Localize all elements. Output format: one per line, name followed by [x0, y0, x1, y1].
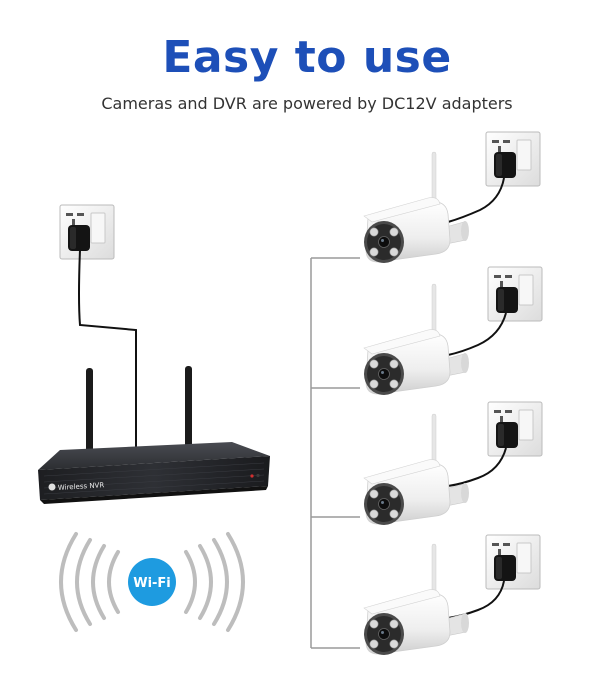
camera-1 — [363, 151, 470, 264]
page-subtitle: Cameras and DVR are powered by DC12V ada… — [101, 94, 513, 113]
nvr-label: Wireless NVR — [58, 481, 105, 492]
camera-2-power-cable — [447, 312, 507, 356]
brand-logo-icon — [48, 483, 56, 491]
camera-1-power-cable — [447, 177, 505, 223]
nvr-antenna-left — [86, 368, 93, 452]
nvr-power-cable — [78, 249, 137, 448]
camera-1-outlet — [485, 131, 541, 187]
nvr-power-outlet — [59, 204, 115, 260]
wifi-label: Wi-Fi — [133, 576, 171, 591]
wifi-waves-icon — [59, 532, 245, 632]
network-lines — [310, 257, 360, 649]
camera-4-outlet — [485, 534, 541, 590]
camera-3 — [363, 413, 470, 526]
camera-2 — [363, 283, 470, 396]
camera-3-outlet — [487, 401, 543, 457]
camera-2-outlet — [487, 266, 543, 322]
camera-4 — [363, 543, 470, 656]
camera-3-power-cable — [447, 447, 507, 487]
nvr-antenna-right — [185, 366, 192, 452]
wifi-badge: Wi-Fi — [59, 532, 245, 632]
wireless-nvr: Wireless NVR — [38, 366, 270, 504]
page-title: Easy to use — [162, 32, 452, 83]
power-led-icon — [250, 474, 254, 478]
